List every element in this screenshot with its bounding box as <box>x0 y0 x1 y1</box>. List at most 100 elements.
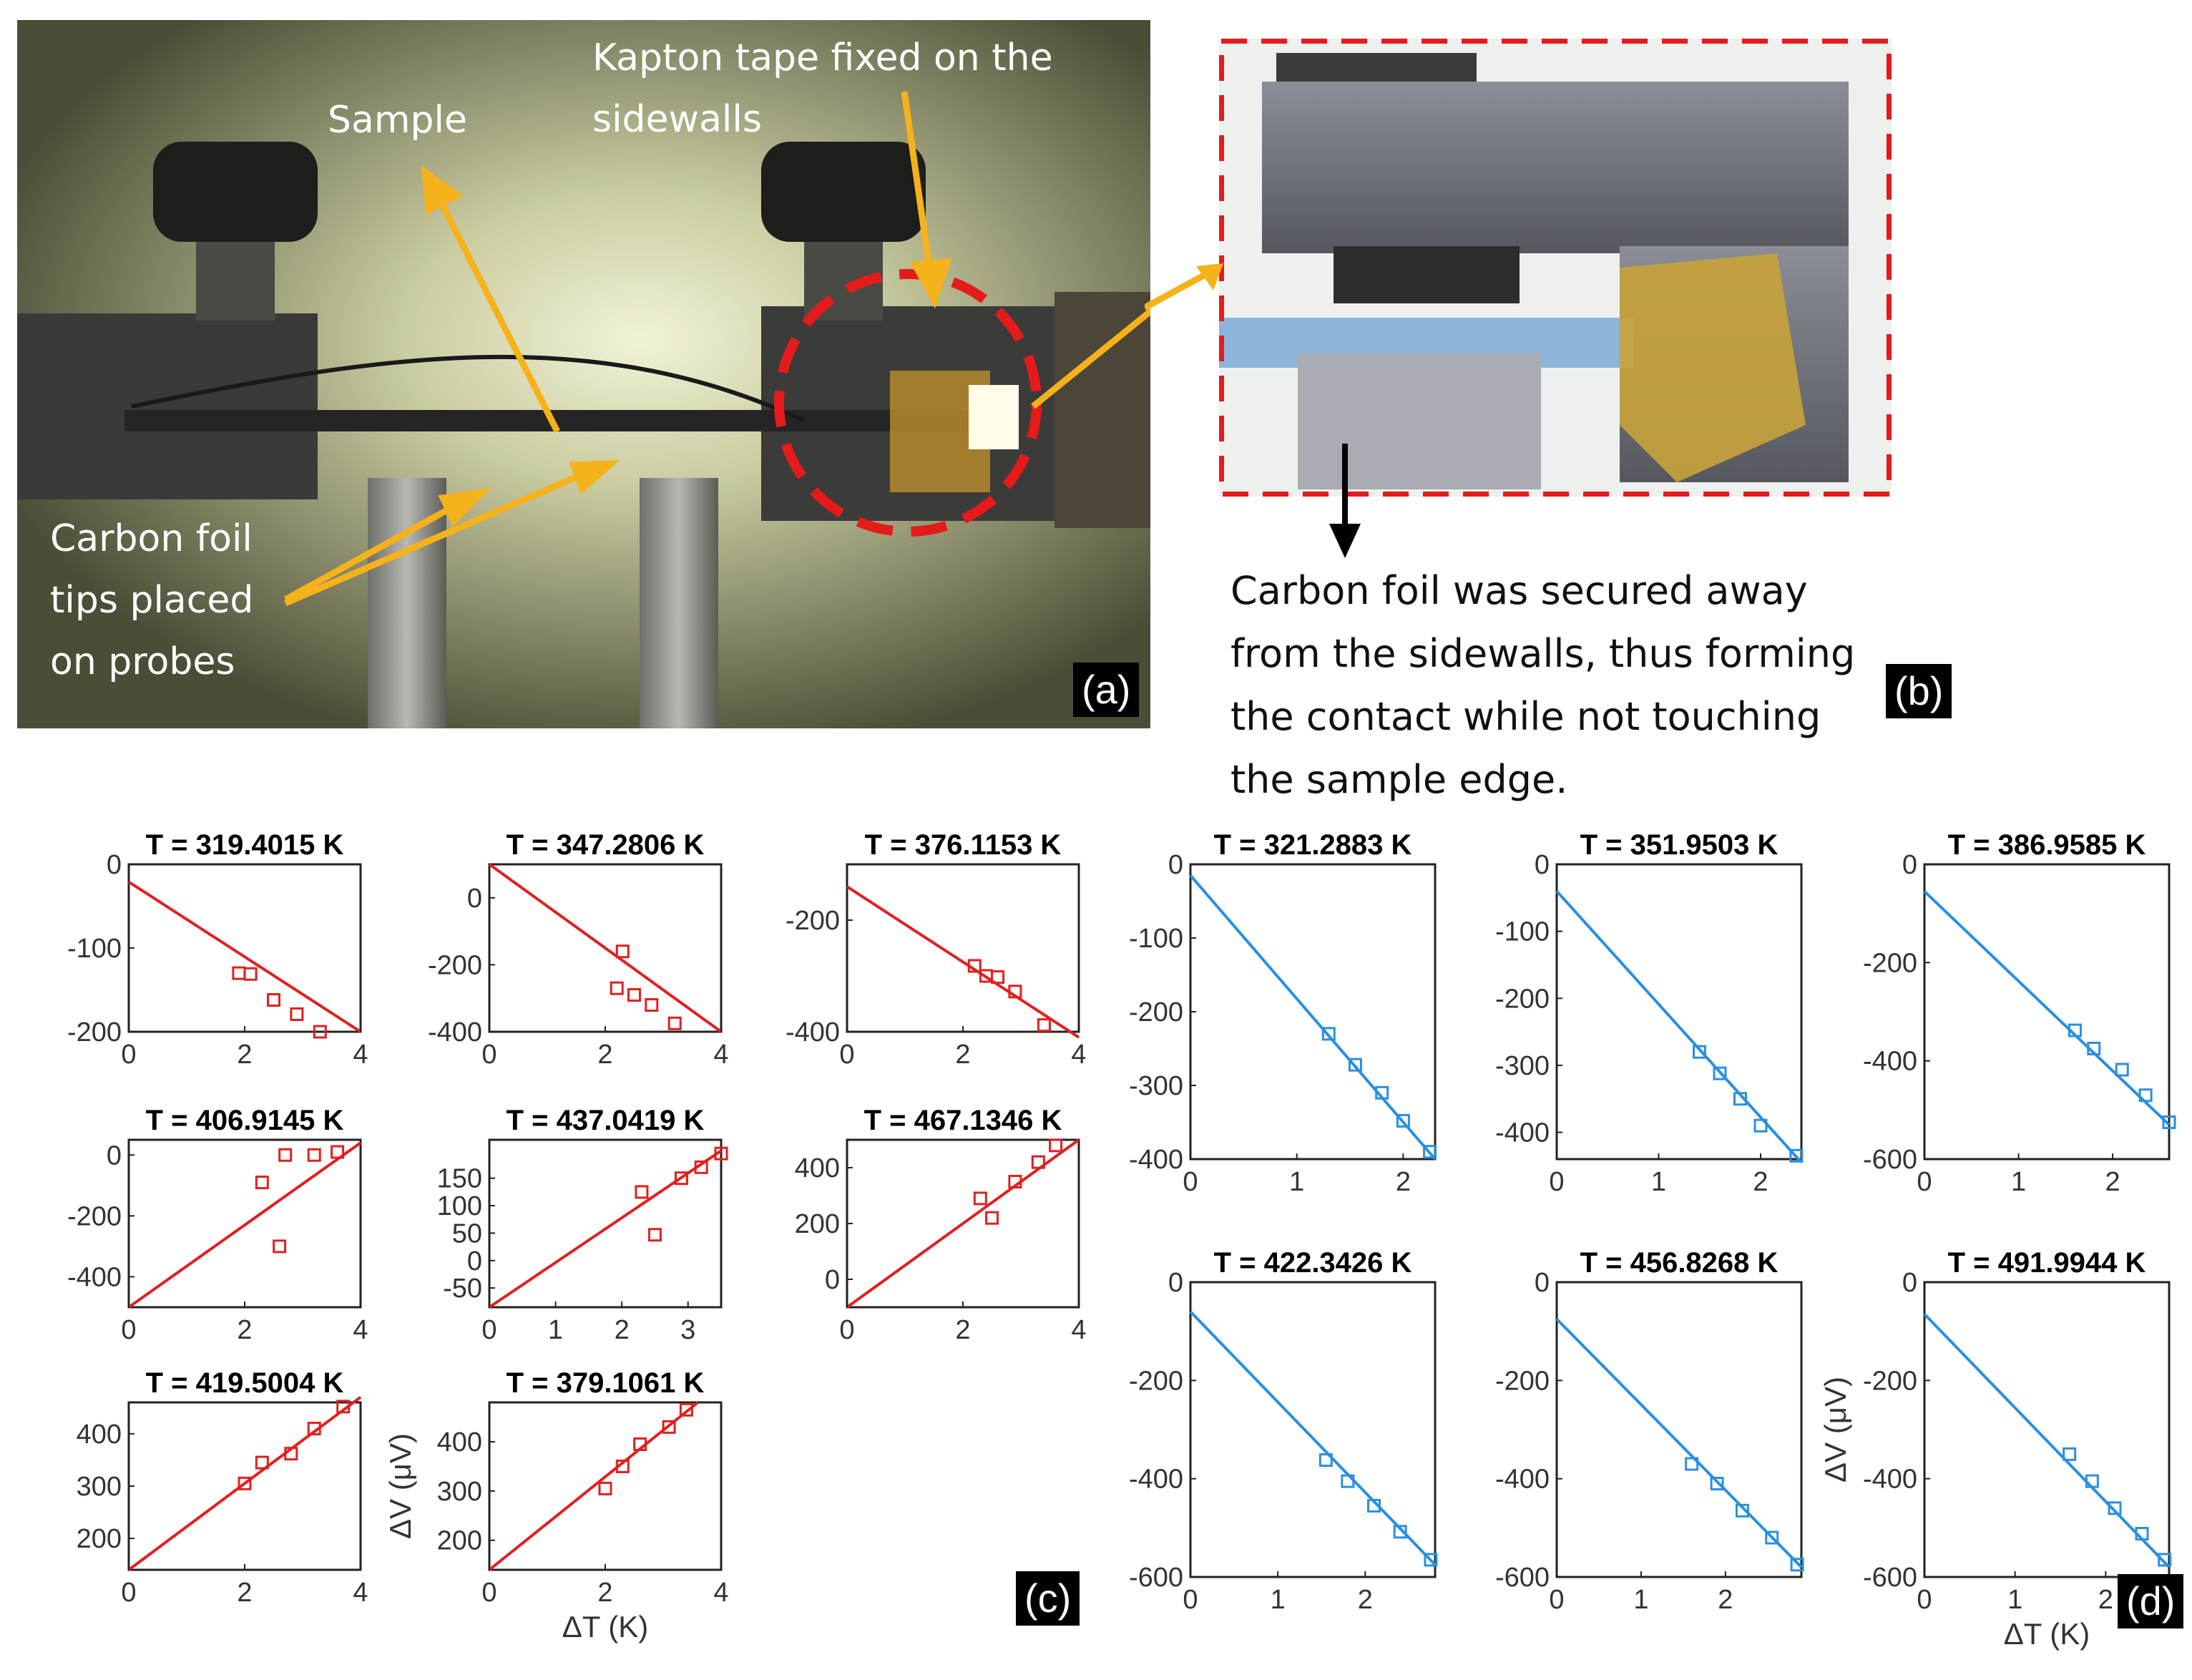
chart-7-xtick-label-2: 4 <box>713 1578 728 1608</box>
chart-2-point-2 <box>991 970 1005 985</box>
chart-3-xtick-label-2: 4 <box>353 1315 368 1345</box>
chart-0-xtick-label-0: 0 <box>121 1040 136 1070</box>
chart-0-ytick-label-0: 0 <box>107 850 122 880</box>
chart-2-point-3 <box>1008 985 1022 999</box>
chart-8-point-4 <box>1423 1145 1437 1159</box>
chart-7-point-3 <box>662 1420 676 1434</box>
panel-label-c: (c) <box>1016 1571 1080 1626</box>
chart-8-fit-line <box>1189 874 1437 1161</box>
chart-12-point-2 <box>1735 1503 1749 1518</box>
chart-0-ytick-label-1: -100 <box>67 934 122 964</box>
chart-11-point-2 <box>1367 1498 1381 1513</box>
chart-1-title: T = 347.2806 K <box>507 829 705 861</box>
chart-0-point-3 <box>290 1007 304 1021</box>
chart-9-xtick-label-0: 0 <box>1549 1167 1564 1197</box>
chart-3-point-0 <box>255 1176 269 1190</box>
chart-11-point-1 <box>1341 1474 1355 1488</box>
chart-11-ytick-label-0: 0 <box>1168 1268 1183 1298</box>
chart-6-xtick-label-2: 4 <box>353 1578 368 1608</box>
chart-10-xtick-label-1: 1 <box>2011 1167 2026 1197</box>
chart-11-ytick-label-1: -200 <box>1129 1366 1183 1396</box>
chart-8-ytick-label-4: -400 <box>1129 1145 1183 1175</box>
chart-7-title: T = 379.1061 K <box>507 1367 705 1399</box>
chart-6-ytick-label-0: 400 <box>77 1420 122 1450</box>
photo-a <box>17 20 1150 728</box>
chart-0-xtick-label-1: 2 <box>237 1040 252 1070</box>
chart-6-point-3 <box>307 1422 321 1436</box>
chart-1-xtick-label-1: 2 <box>597 1040 612 1070</box>
chart-5-xtick-label-2: 4 <box>1071 1315 1086 1345</box>
chart-9-title: T = 351.9503 K <box>1580 829 1778 861</box>
down-arrow-icon <box>1329 444 1361 558</box>
chart-10-point-3 <box>2138 1088 2153 1103</box>
chart-10-xtick-label-2: 2 <box>2105 1167 2120 1197</box>
chart-4-xtick-label-1: 1 <box>548 1315 563 1345</box>
chart-8-point-2 <box>1375 1085 1389 1100</box>
chart-0-xtick-label-2: 4 <box>353 1040 368 1070</box>
chart-10-fit-line <box>1923 890 2171 1126</box>
annotation-carbon: Carbon foil tips placed on probes <box>50 517 254 683</box>
chart-9-xtick-label-1: 1 <box>1651 1167 1666 1197</box>
panel-label-d: (d) <box>2118 1574 2184 1628</box>
chart-11-ytick-label-2: -400 <box>1129 1465 1183 1495</box>
chart-3-fit-line <box>127 1141 362 1309</box>
chart-1-point-2 <box>627 988 641 1002</box>
panel-label-b: (b) <box>1886 664 1952 718</box>
chart-8-xtick-label-0: 0 <box>1183 1167 1198 1197</box>
chart-3-ytick-label-2: -400 <box>67 1262 122 1292</box>
chart-5-point-2 <box>1008 1175 1022 1188</box>
chart-11-frame <box>1189 1281 1437 1578</box>
chart-12-xtick-label-0: 0 <box>1549 1585 1564 1615</box>
chart-7-ytick-label-2: 200 <box>437 1526 482 1556</box>
chart-2-xtick-label-1: 2 <box>955 1040 970 1070</box>
chart-9-point-3 <box>1753 1118 1768 1133</box>
chart-13-fit-line <box>1923 1313 2171 1568</box>
chart-2-frame <box>846 863 1080 1033</box>
chart-6-ytick-label-2: 200 <box>77 1524 122 1554</box>
chart-5-xtick-label-1: 2 <box>955 1315 970 1345</box>
chart-4-xtick-label-0: 0 <box>481 1315 496 1345</box>
chart-2-point-0 <box>967 959 982 973</box>
chart-6-ytick-label-1: 300 <box>77 1472 122 1502</box>
chart-9-ytick-label-2: -200 <box>1495 984 1550 1014</box>
chart-11-point-4 <box>1424 1553 1438 1567</box>
chart-0-point-2 <box>267 993 280 1007</box>
chart-6-point-4 <box>336 1400 351 1414</box>
chart-8-xtick-label-1: 1 <box>1289 1167 1304 1197</box>
chart-10-ytick-label-2: -400 <box>1863 1047 1917 1077</box>
chart-9-point-2 <box>1733 1092 1747 1106</box>
chart-9-ytick-label-4: -400 <box>1495 1118 1550 1148</box>
chart-0-fit-line <box>127 880 362 1033</box>
chart-4-xtick-label-2: 2 <box>615 1315 630 1345</box>
chart-13-ytick-label-1: -200 <box>1863 1366 1917 1396</box>
chart-1-xtick-label-2: 4 <box>713 1040 728 1070</box>
chart-2-ytick-label-1: -400 <box>786 1017 840 1047</box>
chart-10-ytick-label-3: -600 <box>1863 1145 1917 1175</box>
chart-13-title: T = 491.9944 K <box>1948 1247 2146 1279</box>
chart-10-ytick-label-1: -200 <box>1863 948 1917 978</box>
chart-9-ytick-label-1: -100 <box>1495 917 1550 947</box>
chart-8-title: T = 321.2883 K <box>1214 829 1412 861</box>
chart-13-xtick-label-1: 1 <box>2007 1585 2022 1615</box>
chart-9-ytick-label-3: -300 <box>1495 1051 1550 1081</box>
chart-5-ytick-label-1: 200 <box>795 1209 840 1239</box>
chart-12-point-1 <box>1710 1477 1724 1491</box>
chart-8-ytick-label-2: -200 <box>1129 997 1183 1027</box>
chart-10-point-0 <box>2068 1023 2082 1037</box>
chart-3-ytick-label-1: -200 <box>67 1201 122 1231</box>
chart-13-frame <box>1923 1281 2171 1578</box>
chart-7-ytick-label-0: 400 <box>437 1427 482 1457</box>
chart-2-ytick-label-0: -200 <box>786 906 840 936</box>
chart-0-ytick-label-2: -200 <box>67 1017 122 1047</box>
chart-5-point-3 <box>1031 1155 1045 1169</box>
chart-8-point-0 <box>1321 1027 1336 1041</box>
chart-7-xtick-label-1: 2 <box>597 1578 612 1608</box>
chart-12-ytick-label-2: -400 <box>1495 1465 1550 1495</box>
chart-12-frame <box>1555 1281 1803 1578</box>
chart-13-ylabel: ΔV (μV) <box>1819 1377 1852 1483</box>
chart-13-point-2 <box>2108 1501 2122 1515</box>
chart-5-point-1 <box>985 1211 999 1225</box>
chart-3-xtick-label-1: 2 <box>237 1315 252 1345</box>
chart-12-ytick-label-1: -200 <box>1495 1366 1550 1396</box>
